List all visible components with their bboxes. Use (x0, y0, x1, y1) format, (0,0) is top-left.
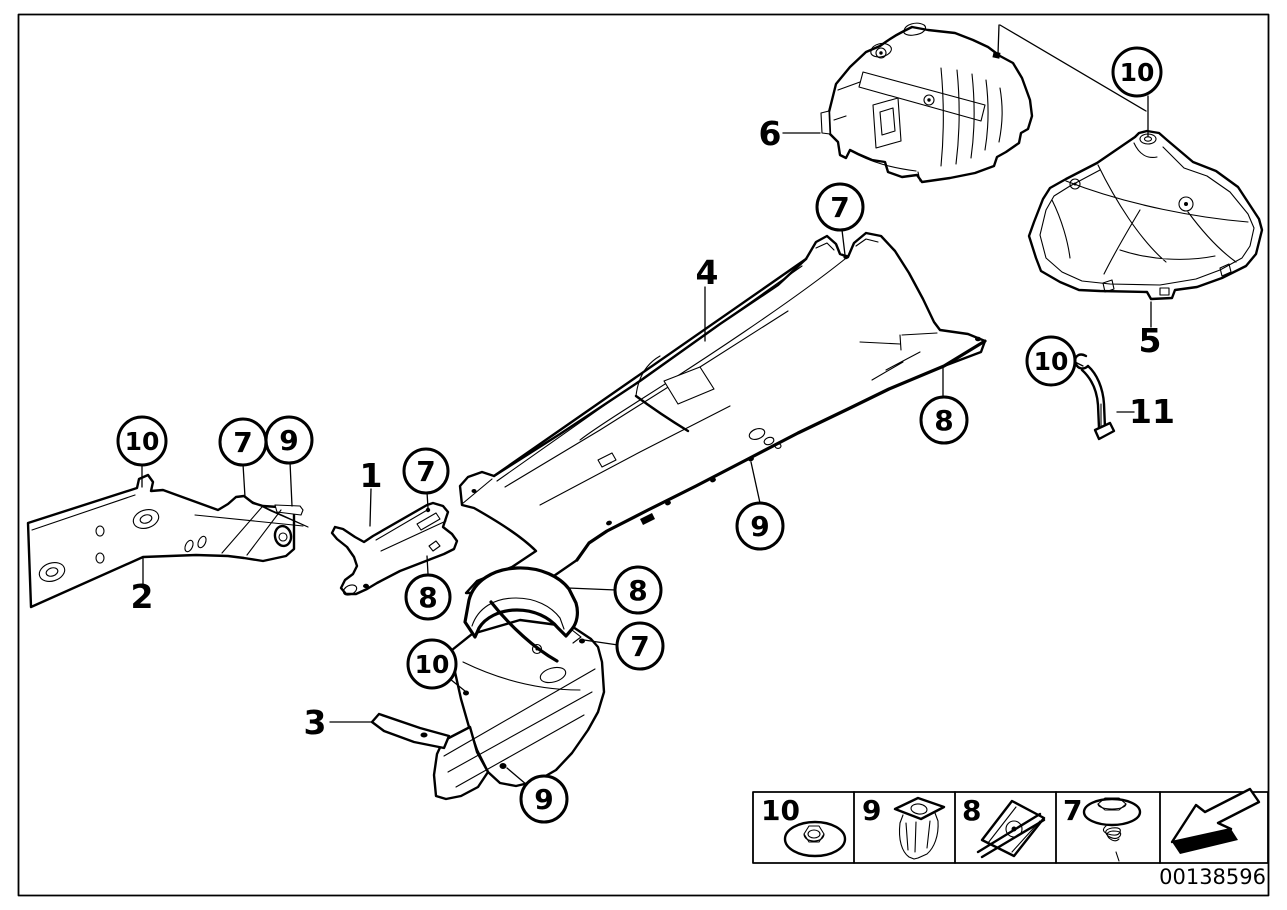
callouts: 10 7 9 7 8 10 8 7 9 7 8 9 10 10 (116, 46, 1163, 824)
bolt-head (1069, 178, 1081, 190)
part-label-11[interactable]: 11 (1129, 392, 1175, 431)
fastener-dot (975, 336, 981, 342)
sheet-metal-screw-icon (1082, 797, 1142, 862)
callout-10-topright[interactable]: 10 (1111, 46, 1163, 98)
bolt-head (1178, 196, 1194, 212)
part-labels: 1 2 3 4 5 6 11 (131, 114, 1175, 742)
legend-item-8[interactable]: 8 (962, 794, 1046, 859)
svg-text:7: 7 (630, 630, 649, 663)
slot-hole (416, 512, 441, 531)
svg-text:8: 8 (934, 404, 953, 437)
legend-item-10[interactable]: 10 (761, 794, 847, 858)
fastener-legend: 10 9 8 (752, 787, 1269, 864)
bolt-head (531, 643, 543, 655)
part-6-heat-shield-drawing (820, 22, 1034, 184)
callout-9-part3[interactable]: 9 (519, 774, 569, 824)
fastener-dot (843, 254, 849, 260)
clamp-clip-icon (976, 799, 1046, 859)
callout-7-part1[interactable]: 7 (402, 447, 450, 495)
grommet-hole (38, 561, 66, 583)
part-5-heat-shield-drawing (1027, 129, 1264, 301)
svg-text:8: 8 (418, 581, 437, 614)
callout-7-bracket[interactable]: 7 (218, 417, 268, 467)
part-label-3[interactable]: 3 (304, 703, 327, 742)
fastener-dot (748, 456, 754, 462)
svg-text:9: 9 (279, 424, 298, 457)
svg-text:10: 10 (1034, 347, 1069, 376)
flange-nut-icon (783, 820, 847, 858)
part-11-retaining-strap-drawing (1074, 353, 1116, 441)
svg-text:7: 7 (233, 426, 252, 459)
svg-text:10: 10 (125, 427, 160, 456)
part-3-heat-shield-drawing (370, 566, 606, 801)
svg-text:9: 9 (862, 794, 881, 827)
svg-text:7: 7 (416, 455, 435, 488)
direction-arrow-icon (1170, 787, 1261, 854)
callout-7-part4[interactable]: 7 (815, 182, 865, 232)
callout-7-part3[interactable]: 7 (615, 621, 665, 671)
exhaust-hole (748, 428, 766, 440)
part-label-6[interactable]: 6 (759, 114, 782, 153)
leader-lines (141, 24, 1152, 786)
fastener-dot (463, 690, 469, 696)
svg-text:9: 9 (534, 783, 553, 816)
part-4-tunnel-heat-shield-drawing (458, 231, 987, 595)
legend-item-7[interactable]: 7 (1063, 794, 1142, 862)
callout-9-bracket[interactable]: 9 (264, 415, 314, 465)
fastener-dot (499, 763, 507, 769)
part-label-4[interactable]: 4 (696, 253, 719, 292)
svg-text:9: 9 (750, 510, 769, 543)
bushing-hole (273, 524, 293, 548)
legend-item-9[interactable]: 9 (862, 794, 946, 860)
bolt-head (875, 47, 887, 59)
bolt-head (923, 94, 935, 106)
fastener-dot (425, 507, 431, 513)
callout-8-part1[interactable]: 8 (404, 573, 452, 621)
part-1-bracket-drawing (330, 501, 459, 596)
svg-text:7: 7 (830, 191, 849, 224)
part-label-5[interactable]: 5 (1139, 321, 1162, 360)
slot-hole (597, 452, 617, 468)
callout-8-part4[interactable]: 8 (919, 395, 969, 445)
svg-text:7: 7 (1063, 794, 1082, 827)
oval-emboss (539, 666, 567, 684)
svg-text:10: 10 (1120, 58, 1155, 87)
svg-text:10: 10 (415, 650, 450, 679)
part-2-bracket-drawing (26, 473, 309, 609)
callout-9-part4[interactable]: 9 (735, 501, 785, 551)
svg-text:8: 8 (628, 574, 647, 607)
callout-10-part3[interactable]: 10 (406, 638, 458, 690)
page-border (17, 13, 1270, 897)
diagram-number: 00138596 (1159, 865, 1266, 889)
fastener-dot (471, 489, 477, 493)
svg-text:8: 8 (962, 794, 981, 827)
part-label-2[interactable]: 2 (131, 577, 154, 616)
part-label-1[interactable]: 1 (360, 456, 383, 495)
callout-10-bracket[interactable]: 10 (116, 415, 168, 467)
callout-8-part3[interactable]: 8 (613, 565, 663, 615)
grommet-hole (132, 508, 160, 530)
expanding-rivet-icon (893, 796, 946, 860)
legend-box (752, 791, 1269, 864)
svg-text:10: 10 (761, 794, 800, 827)
callout-10-strap[interactable]: 10 (1025, 335, 1077, 387)
